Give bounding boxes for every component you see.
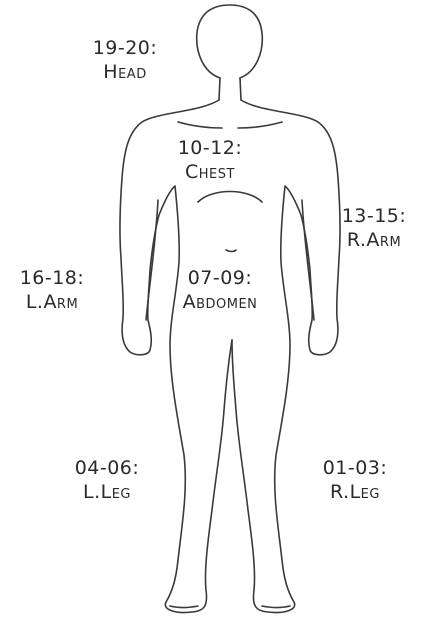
sternum-arc [198,192,262,203]
abdomen-range: 07-09: [158,266,282,290]
label-right-leg: 01-03: R.Leg [300,456,410,504]
chest-range: 10-12: [155,136,265,160]
left-foot-toes [170,606,198,608]
head-outline [197,5,263,78]
label-left-arm: 16-18: L.Arm [0,266,104,314]
label-left-leg: 04-06: L.Leg [52,456,162,504]
abdomen-name: Abdomen [158,290,282,314]
collarbone-right [238,122,282,128]
left-arm-range: 16-18: [0,266,104,290]
left-leg-name: L.Leg [52,480,162,504]
label-right-arm: 13-15: R.Arm [322,204,426,252]
right-leg-range: 01-03: [300,456,410,480]
right-arm-range: 13-15: [322,204,426,228]
neck-right [240,78,241,100]
collarbone-left [178,122,222,128]
head-name: Head [70,60,180,84]
neck-left [219,78,220,100]
navel [226,250,236,252]
right-inner-arm [302,200,314,320]
right-arm-name: R.Arm [322,228,426,252]
head-range: 19-20: [70,36,180,60]
left-leg-range: 04-06: [52,456,162,480]
label-abdomen: 07-09: Abdomen [158,266,282,314]
label-head: 19-20: Head [70,36,180,84]
right-foot-toes [262,606,290,608]
label-chest: 10-12: Chest [155,136,265,184]
chest-name: Chest [155,160,265,184]
left-inner-arm [146,200,158,320]
right-leg-name: R.Leg [300,480,410,504]
left-arm-name: L.Arm [0,290,104,314]
